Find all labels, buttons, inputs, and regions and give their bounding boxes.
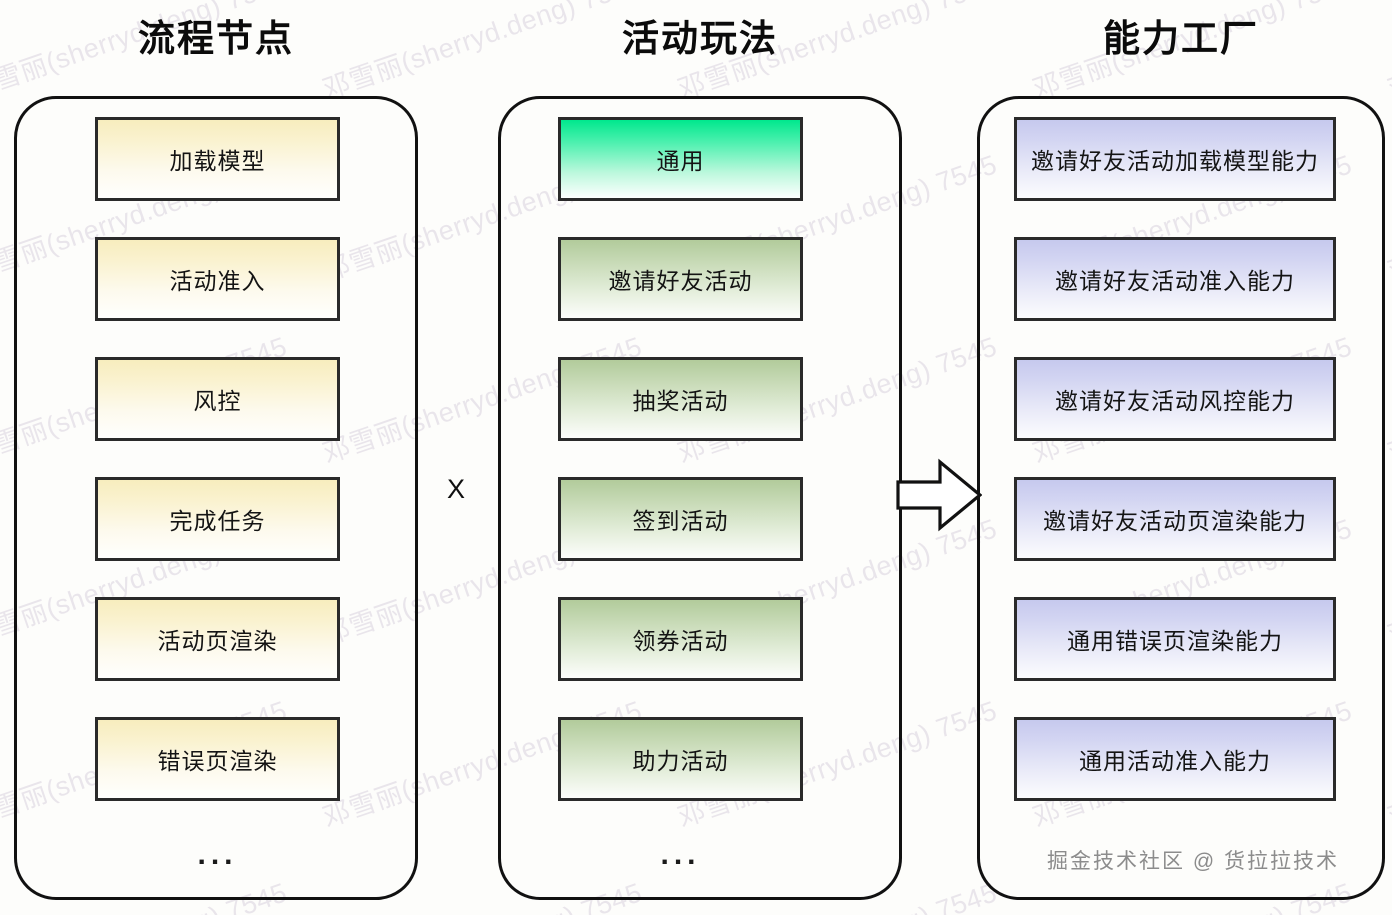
node-capability-invite-load-model[interactable]: 邀请好友活动加载模型能力 [1014,117,1336,201]
multiply-operator-symbol: X [447,474,466,504]
group-container-flow-nodes [14,96,418,900]
node-label: 邀请好友活动页渲染能力 [1043,508,1307,534]
node-play-generic[interactable]: 通用 [558,117,803,201]
watermark-text: 邓雪丽(sherryd.deng) 7545 [1384,0,1392,105]
node-capability-invite-page-render[interactable]: 邀请好友活动页渲染能力 [1014,477,1336,561]
node-label: 领券活动 [632,628,729,654]
node-flow-activity-page-render[interactable]: 活动页渲染 [95,597,340,681]
node-capability-generic-error-page-render[interactable]: 通用错误页渲染能力 [1014,597,1336,681]
node-label: 邀请好友活动风控能力 [1055,388,1295,414]
node-play-invite-friends[interactable]: 邀请好友活动 [558,237,803,321]
ellipsis-flow-nodes: ... [197,838,238,871]
node-label: 抽奖活动 [632,388,729,414]
node-flow-load-model[interactable]: 加载模型 [95,117,340,201]
node-flow-error-page-render[interactable]: 错误页渲染 [95,717,340,801]
right-block-arrow-icon [896,452,983,538]
column-title-activity-plays: 活动玩法 [622,18,778,59]
node-play-lottery[interactable]: 抽奖活动 [558,357,803,441]
credit-watermark: 掘金技术社区 @ 货拉拉技术 [1047,850,1339,873]
node-play-coupon[interactable]: 领券活动 [558,597,803,681]
node-label: 助力活动 [632,748,729,774]
node-play-checkin[interactable]: 签到活动 [558,477,803,561]
watermark-text: 邓雪丽(sherryd.deng) 7545 [1384,695,1392,833]
ellipsis-activity-plays: ... [660,838,701,871]
node-capability-generic-activity-access[interactable]: 通用活动准入能力 [1014,717,1336,801]
node-label: 通用 [656,148,705,174]
node-label: 邀请好友活动 [608,268,753,294]
node-label: 邀请好友活动加载模型能力 [1031,148,1319,174]
node-play-boost[interactable]: 助力活动 [558,717,803,801]
node-flow-activity-access[interactable]: 活动准入 [95,237,340,321]
node-label: 错误页渲染 [157,748,278,774]
column-title-capability-factory: 能力工厂 [1103,18,1259,59]
node-label: 邀请好友活动准入能力 [1055,268,1295,294]
watermark-text: 邓雪丽(sherryd.deng) 7545 [1384,149,1392,287]
node-label: 通用活动准入能力 [1079,748,1271,774]
node-label: 签到活动 [632,508,729,534]
node-capability-invite-risk-control[interactable]: 邀请好友活动风控能力 [1014,357,1336,441]
watermark-text: 邓雪丽(sherryd.deng) 7545 [1384,331,1392,469]
node-capability-invite-access[interactable]: 邀请好友活动准入能力 [1014,237,1336,321]
column-title-flow-nodes: 流程节点 [138,18,294,59]
node-label: 完成任务 [169,508,266,534]
node-label: 活动页渲染 [157,628,278,654]
node-label: 加载模型 [169,148,266,174]
node-label: 通用错误页渲染能力 [1067,628,1283,654]
node-flow-risk-control[interactable]: 风控 [95,357,340,441]
watermark-text: 邓雪丽(sherryd.deng) 7545 [1384,876,1392,915]
node-label: 风控 [193,388,242,414]
watermark-text: 邓雪丽(sherryd.deng) 7545 [1384,513,1392,651]
node-flow-complete-task[interactable]: 完成任务 [95,477,340,561]
node-label: 活动准入 [169,268,266,294]
